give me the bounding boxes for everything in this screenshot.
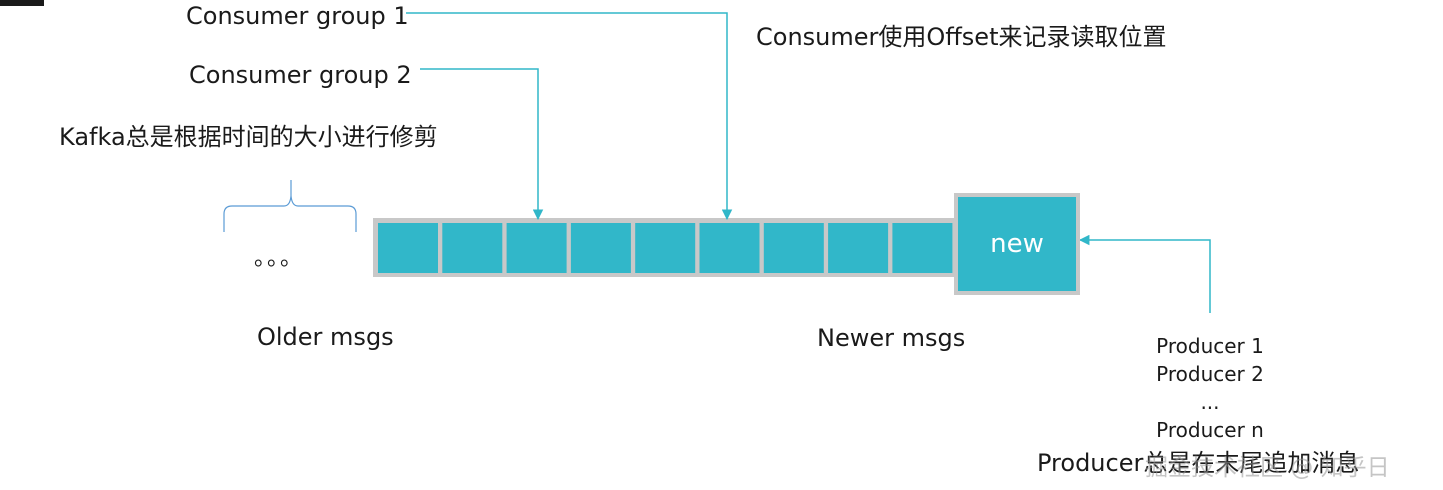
- newer-msgs-label: Newer msgs: [817, 324, 966, 352]
- cropped-title-fragment: [0, 0, 44, 6]
- log-cells: [378, 223, 953, 273]
- consumer-group-1-label: Consumer group 1: [186, 2, 409, 30]
- log-cell: [635, 223, 696, 273]
- older-ellipsis: 。。。: [254, 246, 305, 271]
- log-cell: [378, 223, 438, 273]
- older-msgs-brace: [223, 180, 357, 232]
- producer-note: Producer总是在末尾追加消息: [1037, 449, 1360, 477]
- log-cell: [699, 223, 760, 273]
- offset-note: Consumer使用Offset来记录读取位置: [756, 23, 1167, 51]
- log-cell: [892, 223, 953, 273]
- consumer-group-1-arrow: [406, 12, 733, 221]
- consumer-group-2-label: Consumer group 2: [189, 61, 412, 89]
- producer-item: Producer 2: [1156, 362, 1264, 386]
- producer-item: Producer 1: [1156, 334, 1264, 358]
- log-cell: [570, 223, 631, 273]
- log-cell: [763, 223, 824, 273]
- producer-list: Producer 1 Producer 2 ... Producer n: [1130, 332, 1290, 444]
- watermark: 掘金技术社区 @ 知乎日: [1145, 455, 1390, 481]
- producer-item: ...: [1200, 390, 1220, 414]
- new-message-label: new: [958, 197, 1076, 291]
- trim-note: Kafka总是根据时间的大小进行修剪: [59, 123, 438, 151]
- new-message-box: new: [954, 193, 1080, 295]
- older-msgs-label: Older msgs: [257, 323, 394, 351]
- producer-arrow: [1078, 234, 1211, 313]
- log-cell: [506, 223, 567, 273]
- log-cell: [442, 223, 503, 273]
- log-cell: [828, 223, 889, 273]
- producer-item: Producer n: [1156, 418, 1264, 442]
- consumer-group-2-arrow: [420, 68, 544, 221]
